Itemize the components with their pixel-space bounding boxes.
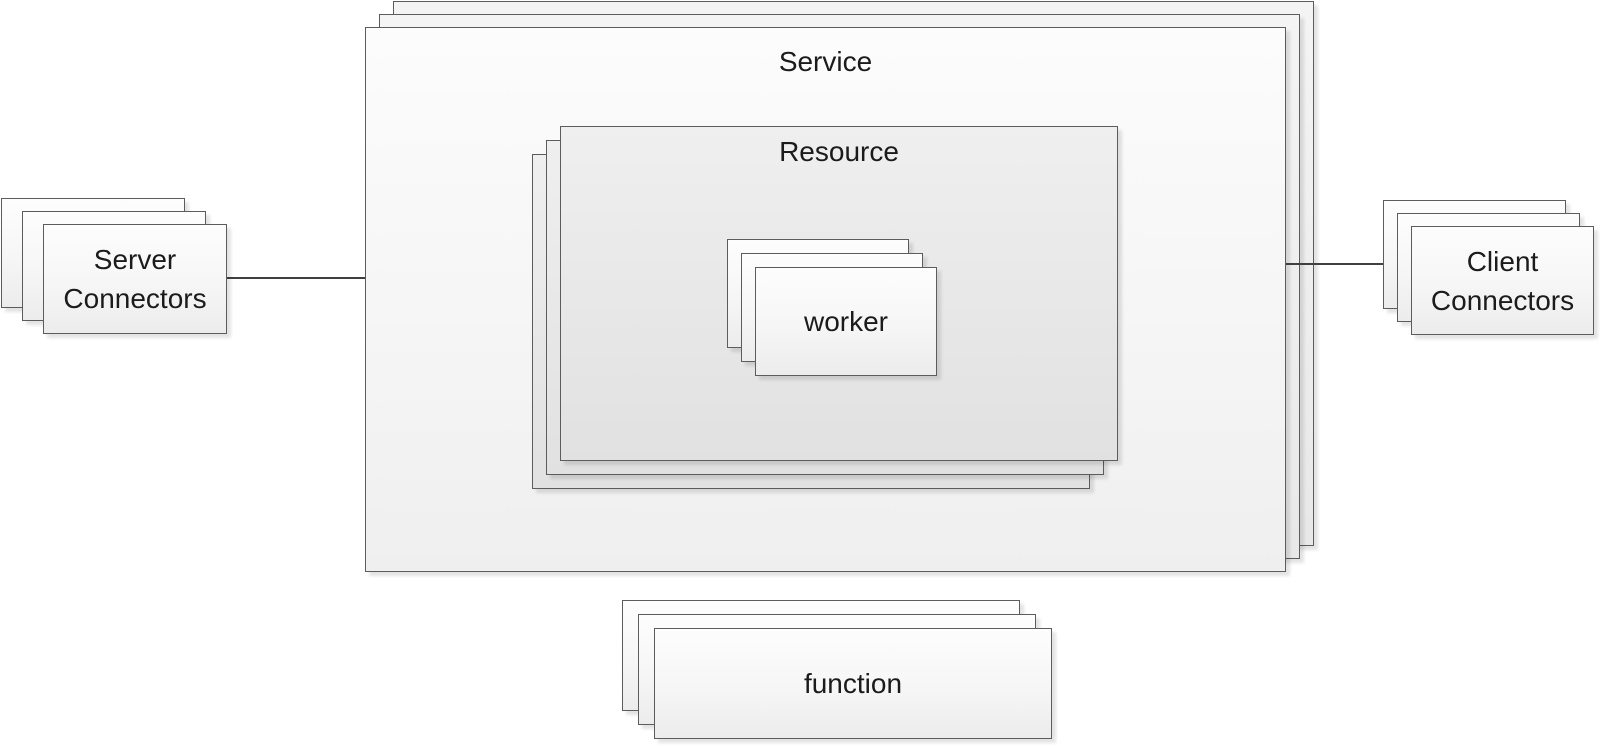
function-label: function [803, 667, 903, 699]
client-connectors-box: Client Connectors [1411, 226, 1594, 335]
client-connectors-label: Client Connectors [1430, 245, 1575, 316]
server-connectors-box: Server Connectors [43, 224, 227, 334]
function-box: function [654, 628, 1052, 739]
service-to-client-connector-line [1286, 263, 1383, 265]
service-label: Service [778, 46, 873, 77]
server-connectors-label: Server Connectors [63, 244, 207, 314]
worker-box: worker [755, 267, 937, 376]
worker-label: worker [803, 305, 888, 337]
resource-label: Resource [779, 136, 899, 167]
server-to-service-connector-line [227, 277, 365, 279]
